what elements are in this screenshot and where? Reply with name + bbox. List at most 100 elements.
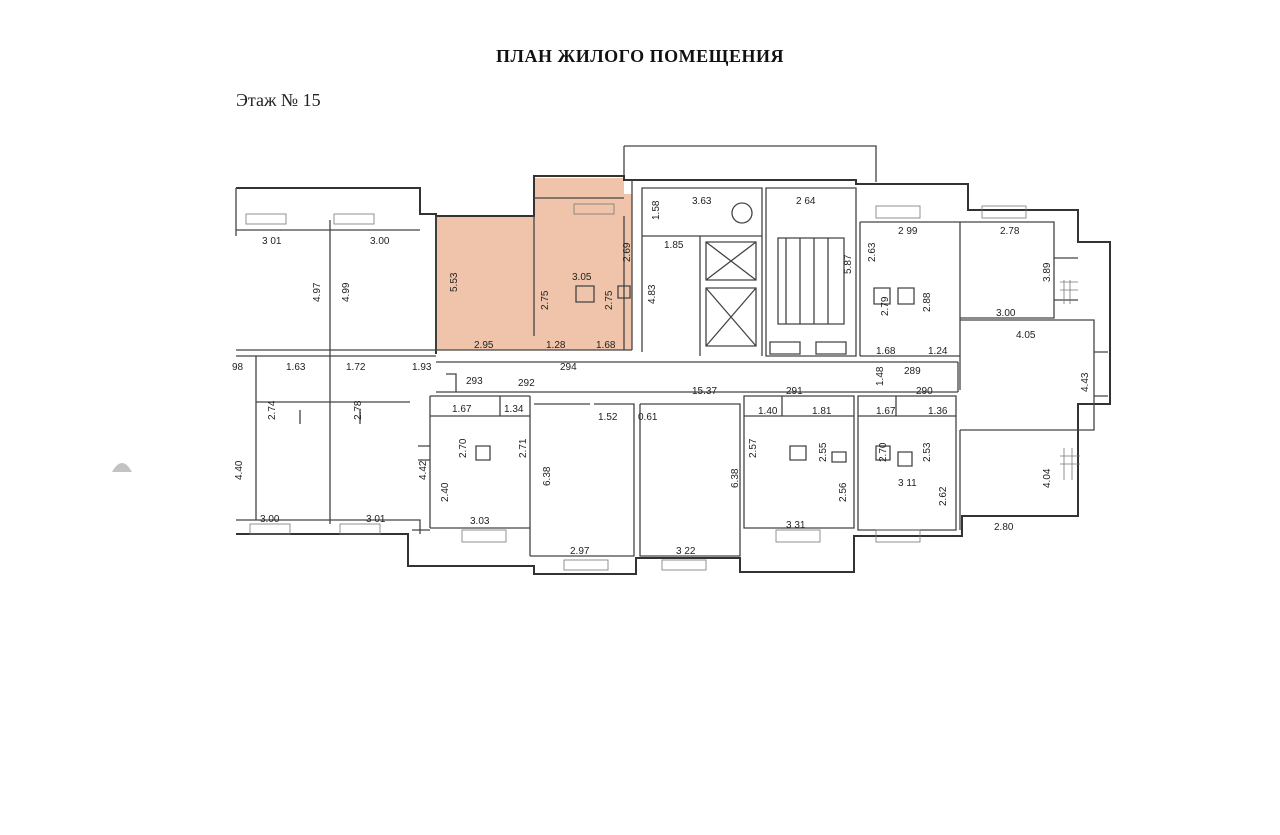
- lower-window-3: [661, 559, 707, 571]
- dim-label: 2.53: [922, 442, 933, 462]
- dim-label: 2.56: [838, 482, 849, 502]
- dim-label: 1.93: [412, 362, 432, 373]
- dim-label: 2.69: [622, 242, 633, 262]
- dim-label: 3.89: [1042, 262, 1053, 282]
- dim-label: 2.70: [878, 442, 889, 462]
- dim-label: 1.24: [928, 346, 948, 357]
- dim-label: 2.57: [748, 438, 759, 458]
- dim-label: 2.62: [938, 486, 949, 506]
- right-side-walls: [959, 319, 1108, 530]
- lower-window-2: [563, 559, 609, 571]
- core-walls: [641, 187, 857, 357]
- left-window-4: [339, 523, 381, 535]
- left-window-2: [333, 213, 375, 225]
- dim-label: 2.55: [818, 442, 829, 462]
- lower-apartments-walls: [412, 395, 957, 557]
- dim-label: 4.43: [1080, 372, 1091, 392]
- dim-label: 2.40: [440, 482, 451, 502]
- right-lower-ledge: [1060, 448, 1080, 480]
- dim-label: 15.37: [692, 386, 717, 397]
- dim-label: 3.00: [260, 514, 280, 525]
- dim-label: 1.52: [598, 412, 618, 423]
- dim-label: 1.48: [875, 366, 886, 386]
- dim-label: 5.53: [449, 272, 460, 292]
- dim-label: 3.00: [996, 308, 1016, 319]
- dim-label: 6.38: [542, 466, 553, 486]
- dim-label: 2.79: [880, 296, 891, 316]
- dim-label: 293: [466, 376, 483, 387]
- dim-label: 2.95: [474, 340, 494, 351]
- dim-label: 5.87: [843, 254, 854, 274]
- left-window-1: [245, 213, 287, 225]
- lower-window-1: [461, 529, 507, 543]
- dim-label: 292: [518, 378, 535, 389]
- dim-label: 3 01: [366, 514, 386, 525]
- dim-label: 3 31: [786, 520, 806, 531]
- left-wing-walls: [235, 188, 436, 534]
- dim-label: 2.71: [518, 438, 529, 458]
- lower-window-5: [875, 529, 921, 543]
- right-window-1: [875, 205, 921, 219]
- dim-label: 2 99: [898, 226, 918, 237]
- dim-label: 1.67: [452, 404, 472, 415]
- dim-label: 4.42: [418, 460, 429, 480]
- dim-label: 1.68: [596, 340, 616, 351]
- dim-label: 290: [916, 386, 933, 397]
- dim-label: 1.72: [346, 362, 366, 373]
- floor-label: Этаж № 15: [236, 90, 321, 110]
- dim-label: 2 64: [796, 196, 816, 207]
- dim-label: 4.83: [647, 284, 658, 304]
- dim-label: 4.97: [312, 282, 323, 302]
- scan-mark: [112, 463, 132, 472]
- dim-label: 2.78: [1000, 226, 1020, 237]
- dim-label: 2.75: [604, 290, 615, 310]
- dim-label: 1.34: [504, 404, 524, 415]
- dim-label: 3.03: [470, 516, 490, 527]
- top-balcony: [623, 145, 877, 182]
- dim-label: 1.40: [758, 406, 778, 417]
- dim-label: 2.75: [540, 290, 551, 310]
- dim-label: 2.97: [570, 546, 590, 557]
- right-upper-walls: [859, 221, 1078, 390]
- dim-label: 3.63: [692, 196, 712, 207]
- dim-label: 3 01: [262, 236, 282, 247]
- dim-label: 2.80: [994, 522, 1014, 533]
- dim-label: 1.85: [664, 240, 684, 251]
- dim-label: 6.38: [730, 468, 741, 488]
- dim-label: 2.78: [353, 400, 364, 420]
- dim-label: 1.36: [928, 406, 948, 417]
- dim-label: 3.05: [572, 272, 592, 283]
- dim-label: 2.63: [867, 242, 878, 262]
- left-window-3: [249, 523, 291, 535]
- chute-icon: [731, 202, 753, 224]
- dim-label: 4.04: [1042, 468, 1053, 488]
- dim-label: 3 22: [676, 546, 696, 557]
- dim-label: 3.00: [370, 236, 390, 247]
- dim-label: 1.58: [651, 200, 662, 220]
- corridor: [436, 361, 959, 393]
- lower-window-4: [775, 529, 821, 543]
- right-window-2: [981, 205, 1027, 219]
- dim-label: 4.40: [234, 460, 245, 480]
- dim-label: 0.61: [638, 412, 658, 423]
- apartment-walls: [435, 180, 633, 351]
- dim-label: 98: [232, 362, 244, 373]
- right-ledge: [1060, 280, 1078, 304]
- apartment-window: [573, 203, 615, 215]
- dim-label: 289: [904, 366, 921, 377]
- dim-label: 1.67: [876, 406, 896, 417]
- dim-label: 3 11: [898, 478, 917, 489]
- dim-label: 1.63: [286, 362, 306, 373]
- dim-label: 1.81: [812, 406, 832, 417]
- dim-label: 2.70: [458, 438, 469, 458]
- dim-label: 4.99: [341, 282, 352, 302]
- dim-label: 2.74: [267, 400, 278, 420]
- dim-label: 1.68: [876, 346, 896, 357]
- dim-label: 4.05: [1016, 330, 1036, 341]
- dim-label: 294: [560, 362, 577, 373]
- plan-title: ПЛАН ЖИЛОГО ПОМЕЩЕНИЯ: [496, 46, 784, 66]
- dim-label: 2.88: [922, 292, 933, 312]
- dim-label: 1.28: [546, 340, 566, 351]
- dim-label: 291: [786, 386, 803, 397]
